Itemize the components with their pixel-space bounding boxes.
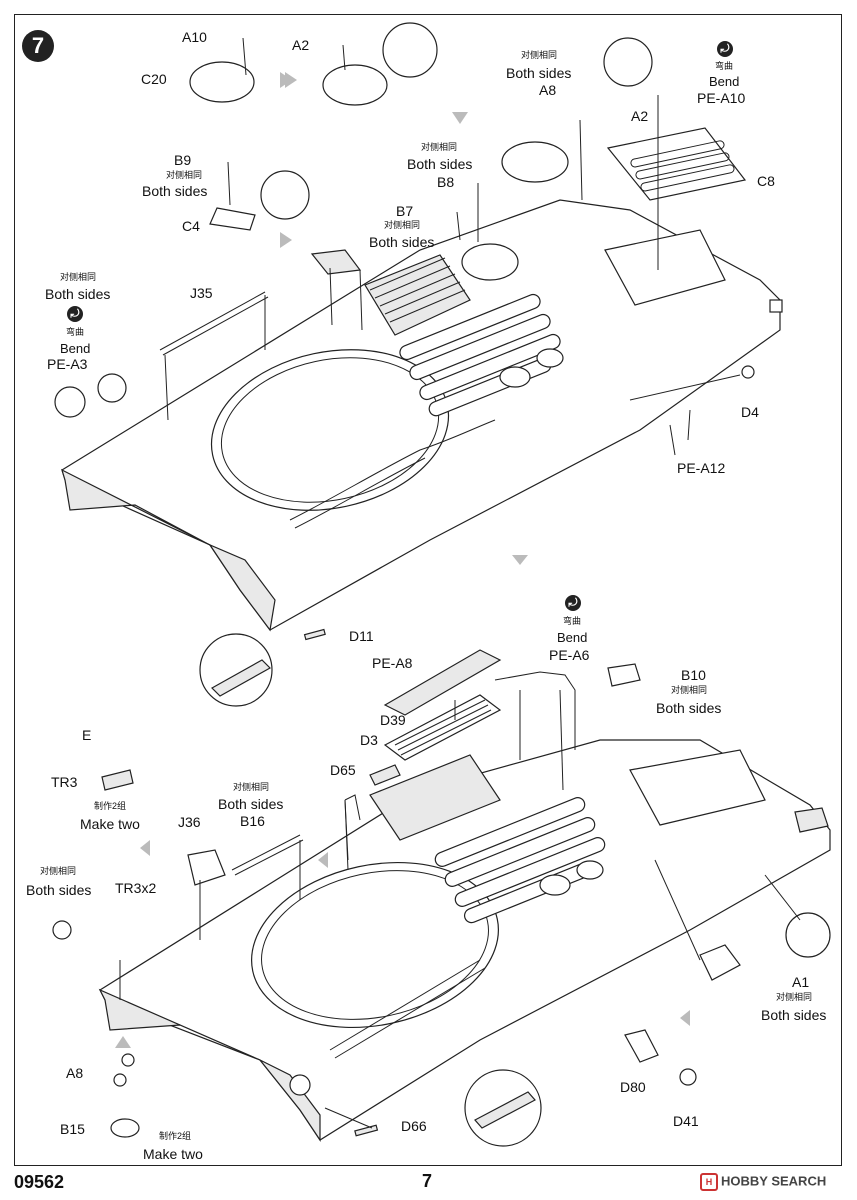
note-make-two-en: Make two: [143, 1146, 203, 1162]
bottom-parts: [52, 649, 831, 1147]
bottom-leader-lines: [119, 689, 801, 1129]
note-bend-cn: 弯曲: [715, 61, 734, 71]
note-both-sides-cn: 对侧相同: [384, 220, 421, 230]
upper-hull-top: [61, 199, 783, 632]
part-label-a2-top: A2: [292, 37, 310, 53]
note-both-sides-cn: 对侧相同: [421, 142, 458, 152]
part-label-d65: D65: [330, 762, 356, 778]
note-both-sides-en: Both sides: [656, 700, 722, 716]
page-frame: [14, 14, 842, 1166]
note-both-sides-en: Both sides: [369, 234, 435, 250]
note-bend-en: Bend: [60, 341, 91, 356]
top-leader-lines: [164, 37, 741, 421]
part-label-tr3: TR3: [51, 774, 78, 790]
note-both-sides-en: Both sides: [45, 286, 111, 302]
part-label-j35: J35: [190, 285, 213, 301]
note-both-sides-en: Both sides: [506, 65, 572, 81]
note-both-sides-cn: 对侧相同: [40, 866, 77, 876]
note-both-sides-en: Both sides: [761, 1007, 827, 1023]
watermark-text: HOBBY SEARCH: [721, 1173, 827, 1189]
part-label-a10: A10: [182, 29, 207, 45]
part-label-d66: D66: [401, 1118, 427, 1134]
part-label-a8-top: A8: [539, 82, 557, 98]
page-number: 7: [422, 1171, 433, 1191]
bend-icon: ⤾: [717, 41, 733, 57]
part-label-tr3x2: TR3x2: [115, 880, 157, 896]
bend-icon: ⤾: [565, 595, 581, 611]
part-label-b8: B8: [437, 174, 455, 190]
part-label-d41: D41: [673, 1113, 699, 1129]
bend-icon: ⤾: [67, 306, 83, 322]
note-both-sides-en: Both sides: [26, 882, 92, 898]
note-both-sides-en: Both sides: [407, 156, 473, 172]
part-label-a8-bottom: A8: [66, 1065, 84, 1081]
upper-hull-bottom: [98, 739, 831, 1142]
part-label-pe-a8: PE-A8: [372, 655, 413, 671]
part-label-a1: A1: [792, 974, 810, 990]
part-label-e: E: [82, 727, 92, 743]
part-label-pe-a3: PE-A3: [47, 356, 88, 372]
kit-number: 09562: [14, 1172, 65, 1192]
part-label-b15: B15: [60, 1121, 85, 1137]
part-label-d11: D11: [349, 628, 374, 644]
part-label-pe-a10: PE-A10: [697, 90, 746, 106]
note-both-sides-en: Both sides: [218, 796, 284, 812]
part-label-pe-a6: PE-A6: [549, 647, 590, 663]
note-both-sides-cn: 对侧相同: [166, 170, 203, 180]
hobby-search-logo-icon: H: [700, 1173, 718, 1191]
part-label-d80: D80: [620, 1079, 646, 1095]
part-label-c20: C20: [141, 71, 167, 87]
part-label-c4: C4: [182, 218, 200, 234]
note-bend-cn: 弯曲: [66, 327, 85, 337]
note-both-sides-cn: 对侧相同: [60, 272, 97, 282]
note-make-two-en: Make two: [80, 816, 140, 832]
note-both-sides-cn: 对侧相同: [776, 992, 813, 1002]
note-both-sides-cn: 对侧相同: [521, 50, 558, 60]
note-bend-cn: 弯曲: [563, 616, 582, 626]
note-make-two-cn: 制作2组: [94, 801, 127, 811]
note-bend-en: Bend: [709, 74, 740, 89]
part-label-d4: D4: [741, 404, 759, 420]
note-both-sides-cn: 对侧相同: [671, 685, 708, 695]
top-parts: [54, 22, 755, 707]
part-label-j36: J36: [178, 814, 201, 830]
step-number-badge: 7: [22, 30, 54, 62]
part-label-c8: C8: [757, 173, 775, 189]
part-label-b7: B7: [396, 203, 414, 219]
part-label-b9: B9: [174, 152, 192, 168]
part-label-pe-a12: PE-A12: [677, 460, 726, 476]
note-bend-en: Bend: [557, 630, 588, 645]
note-both-sides-cn: 对侧相同: [233, 782, 270, 792]
part-label-b10: B10: [681, 667, 706, 683]
part-label-d39: D39: [380, 712, 406, 728]
part-label-b16: B16: [240, 813, 265, 829]
note-both-sides-en: Both sides: [142, 183, 208, 199]
flow-arrows: [115, 72, 690, 1048]
part-label-a2-right: A2: [631, 108, 649, 124]
note-make-two-cn: 制作2组: [159, 1131, 192, 1141]
part-label-d3: D3: [360, 732, 378, 748]
